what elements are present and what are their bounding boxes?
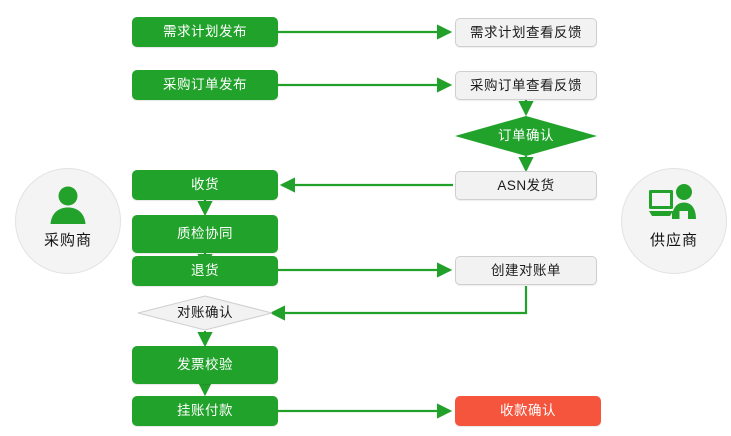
node-label: 需求计划查看反馈 [470,24,582,40]
person-icon [46,183,90,227]
node-demand-plan-feedback[interactable]: 需求计划查看反馈 [455,18,597,47]
node-label: 订单确认 [498,128,554,144]
node-create-statement[interactable]: 创建对账单 [455,256,597,285]
node-invoice-verification[interactable]: 发票校验 [132,346,278,384]
actor-buyer: 采购商 [15,168,121,274]
node-reconciliation-confirm[interactable]: 对账确认 [137,295,273,331]
node-label: 收款确认 [500,403,556,419]
node-label: ASN发货 [497,177,555,193]
node-return-goods[interactable]: 退货 [132,256,278,286]
node-label: 需求计划发布 [163,24,247,40]
actor-supplier-label: 供应商 [649,232,698,249]
node-label: 创建对账单 [491,262,561,278]
node-order-confirm[interactable]: 订单确认 [455,116,597,156]
node-label: 发票校验 [177,357,233,373]
node-quality-collaboration[interactable]: 质检协同 [132,215,278,253]
node-label: 收货 [191,177,219,193]
node-demand-plan-publish[interactable]: 需求计划发布 [132,17,278,47]
node-label: 采购订单查看反馈 [470,77,582,93]
node-label: 采购订单发布 [163,77,247,93]
actor-supplier: 供应商 [621,168,727,274]
diamond-shape [455,116,597,156]
node-label: 对账确认 [177,305,233,321]
node-purchase-order-publish[interactable]: 采购订单发布 [132,70,278,100]
node-receipt-confirm[interactable]: 收款确认 [455,396,601,426]
node-asn-shipment[interactable]: ASN发货 [455,171,597,200]
person-at-computer-icon [648,183,700,227]
node-label: 挂账付款 [177,403,233,419]
node-goods-receipt[interactable]: 收货 [132,170,278,200]
node-label: 退货 [191,263,219,279]
diamond-shape [137,295,273,331]
node-payable-payment[interactable]: 挂账付款 [132,396,278,426]
node-purchase-order-feedback[interactable]: 采购订单查看反馈 [455,71,597,100]
actor-buyer-label: 采购商 [43,232,92,249]
node-label: 质检协同 [177,226,233,242]
edge-create-statement-to-reconciliation-confirm [269,286,528,321]
